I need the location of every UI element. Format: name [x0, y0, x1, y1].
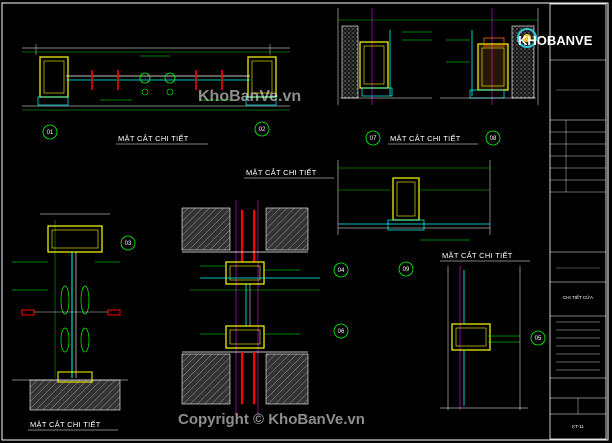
detail-bubble-label: 09: [403, 267, 410, 273]
section-title: MẶT CẮT CHI TIẾT: [442, 250, 513, 260]
detail-bubble-03: [120, 235, 136, 251]
watermark-logo-text: KHOBANVE: [518, 33, 593, 48]
section-title: MẶT CẮT CHI TIẾT: [390, 133, 461, 143]
detail-bubble-label: 01: [47, 130, 54, 136]
detail-bubble-08: [485, 130, 501, 146]
section-title: MẶT CẮT CHI TIẾT: [118, 133, 189, 143]
detail-05: [440, 266, 528, 410]
detail-bubble-label: 07: [370, 136, 377, 142]
detail-bubble-label: 04: [338, 268, 345, 274]
detail-09: [337, 160, 491, 241]
watermark-logo: KHOBANVE: [517, 28, 537, 48]
section-title: MẶT CẮT CHI TIẾT: [30, 419, 101, 429]
detail-bubble-label: 05: [535, 336, 542, 342]
detail-07-08: [337, 8, 539, 105]
detail-bubble-label: 03: [125, 241, 132, 247]
sheet-number: KT-11: [572, 424, 584, 429]
sheet-title: CHI TIẾT CỬA: [563, 294, 593, 300]
detail-04-06: [181, 200, 320, 415]
title-block: [549, 3, 607, 440]
detail-bubble-label: 08: [490, 136, 497, 142]
section-title: MẶT CẮT CHI TIẾT: [246, 167, 317, 177]
detail-bubble-label: 02: [259, 127, 266, 133]
detail-bubble-01: [42, 124, 58, 140]
detail-bubble-07: [365, 130, 381, 146]
watermark-copyright: Copyright © KhoBanVe.vn: [178, 411, 365, 428]
watermark-center: KhoBanVe.vn: [198, 88, 301, 105]
detail-bubble-05: [530, 330, 546, 346]
detail-bubble-label: 06: [338, 329, 345, 335]
detail-bubble-09: [398, 261, 414, 277]
detail-bubble-06: [333, 323, 349, 339]
detail-bubble-02: [254, 121, 270, 137]
detail-03: [12, 213, 128, 411]
detail-01-02: [22, 44, 290, 111]
detail-bubble-04: [333, 262, 349, 278]
